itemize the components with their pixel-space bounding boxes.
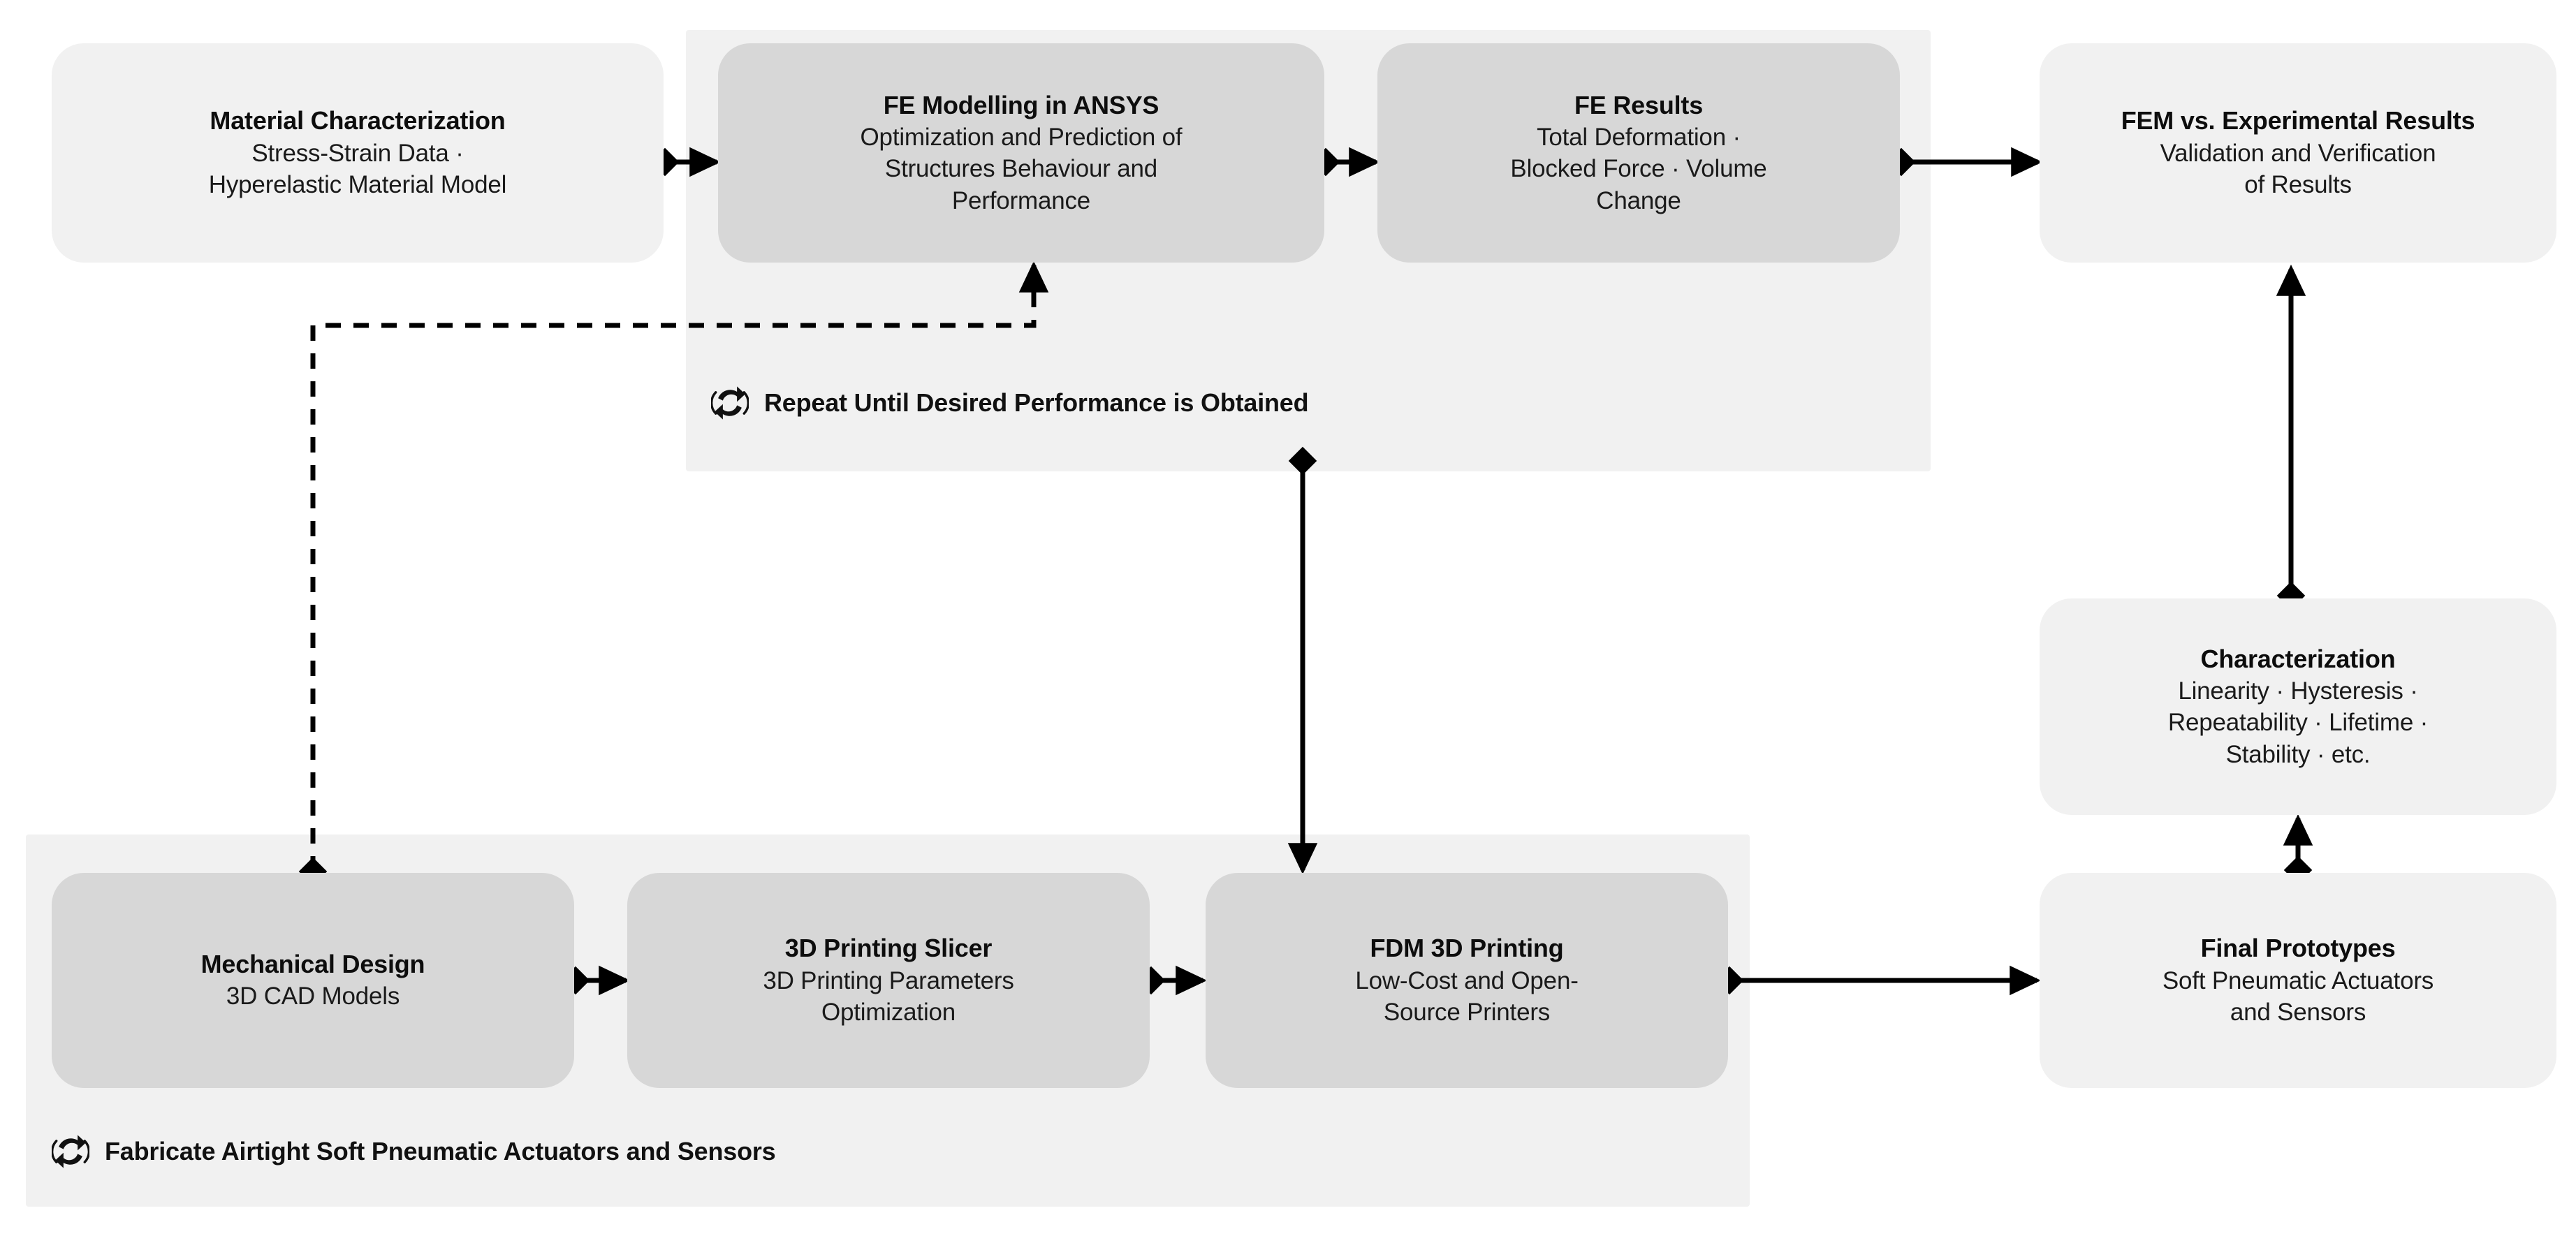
node-title: FE Modelling in ANSYS bbox=[883, 90, 1159, 119]
node-subtitle-line: Validation and Verification bbox=[2160, 139, 2436, 167]
node-subtitle-line: Performance bbox=[951, 186, 1091, 214]
node-subtitle-line: Stress-Strain Data · bbox=[251, 139, 464, 167]
node-final-prototypes[interactable]: Final Prototypes Soft Pneumatic Actuator… bbox=[2040, 873, 2556, 1088]
node-subtitle-line: Repeatability · Lifetime · bbox=[2167, 709, 2429, 737]
node-title: 3D Printing Slicer bbox=[784, 934, 993, 963]
group-caption-fabrication: Fabricate Airtight Soft Pneumatic Actuat… bbox=[52, 1133, 776, 1170]
node-subtitle-line: Blocked Force · Volume bbox=[1510, 155, 1767, 183]
node-subtitle-line: Low-Cost and Open- bbox=[1355, 966, 1579, 994]
node-fem-vs-experimental-results[interactable]: FEM vs. Experimental Results Validation … bbox=[2040, 43, 2556, 263]
node-subtitle-line: Structures Behaviour and bbox=[884, 155, 1158, 183]
node-title: Mechanical Design bbox=[200, 950, 425, 979]
node-title: FDM 3D Printing bbox=[1370, 934, 1564, 963]
group-caption-fe-loop: Repeat Until Desired Performance is Obta… bbox=[711, 384, 1309, 422]
node-subtitle-line: Soft Pneumatic Actuators bbox=[2162, 966, 2434, 994]
node-title: Characterization bbox=[2200, 644, 2396, 673]
node-subtitle-line: Source Printers bbox=[1383, 999, 1551, 1027]
node-subtitle-line: Optimization bbox=[821, 999, 956, 1027]
node-3d-printing-slicer[interactable]: 3D Printing Slicer 3D Printing Parameter… bbox=[627, 873, 1150, 1088]
node-title: FEM vs. Experimental Results bbox=[2121, 106, 2475, 135]
node-characterization[interactable]: Characterization Linearity · Hysteresis … bbox=[2040, 598, 2556, 815]
node-mechanical-design[interactable]: Mechanical Design 3D CAD Models bbox=[52, 873, 574, 1088]
node-subtitle-line: 3D Printing Parameters bbox=[763, 966, 1014, 994]
group-caption-text: Repeat Until Desired Performance is Obta… bbox=[764, 388, 1309, 417]
node-title: Final Prototypes bbox=[2200, 934, 2396, 963]
node-title: FE Results bbox=[1574, 90, 1704, 119]
node-subtitle-line: Hyperelastic Material Model bbox=[208, 171, 507, 199]
repeat-cycle-icon bbox=[52, 1133, 89, 1170]
group-caption-text: Fabricate Airtight Soft Pneumatic Actuat… bbox=[105, 1137, 776, 1165]
node-fdm-3d-printing[interactable]: FDM 3D Printing Low-Cost and Open- Sourc… bbox=[1206, 873, 1728, 1088]
repeat-cycle-icon bbox=[711, 384, 749, 422]
node-subtitle-line: Change bbox=[1596, 186, 1681, 214]
node-fe-results[interactable]: FE Results Total Deformation · Blocked F… bbox=[1377, 43, 1900, 263]
node-fe-modelling[interactable]: FE Modelling in ANSYS Optimization and P… bbox=[718, 43, 1324, 263]
node-subtitle-line: and Sensors bbox=[2230, 999, 2366, 1027]
node-subtitle-line: Total Deformation · bbox=[1537, 123, 1741, 151]
node-subtitle-line: 3D CAD Models bbox=[226, 983, 400, 1010]
node-material-characterization[interactable]: Material Characterization Stress-Strain … bbox=[52, 43, 664, 263]
node-subtitle-line: of Results bbox=[2244, 171, 2352, 199]
node-subtitle-line: Linearity · Hysteresis · bbox=[2178, 677, 2418, 705]
node-subtitle-line: Optimization and Prediction of bbox=[860, 123, 1183, 151]
node-subtitle-line: Stability · etc. bbox=[2225, 740, 2371, 768]
node-title: Material Characterization bbox=[210, 106, 506, 135]
